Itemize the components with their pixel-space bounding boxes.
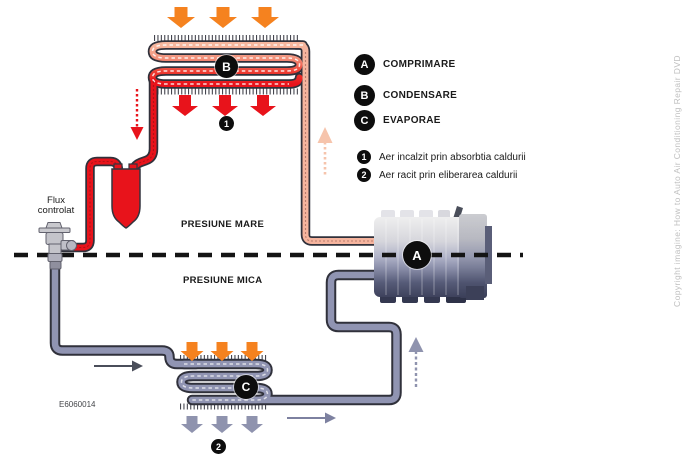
legend-c-badge: C [354,110,375,131]
condenser-airflow-out-arrows [172,95,276,116]
note-2-badge: 2 [357,168,371,182]
condenser-airflow-in-arrows [167,7,279,28]
evaporator-inlet-flow-arrow [94,360,143,372]
heated-air-marker: 1 [219,116,234,131]
receiver-drier [111,163,141,229]
low-pressure-zone-label: PRESIUNE MICA [183,275,263,286]
evaporator-airflow-out-arrows [181,416,263,433]
suction-pipe [246,271,400,404]
evaporator-marker: C [234,375,258,399]
discharge-flow-arrow [317,127,333,175]
legend-a-badge: A [354,54,375,75]
evaporator-outlet-flow-arrow [287,412,336,424]
legend-item-condensare: B CONDENSARE [354,85,457,106]
copyright-credit: Copyright imagine: How to Auto Air Condi… [672,55,682,307]
flow-control-label: Flux controlat [37,195,75,216]
legend-b-label: CONDENSARE [383,90,458,101]
note-2-label: Aer racit prin eliberarea caldurii [379,169,518,181]
cooled-air-marker: 2 [211,439,226,454]
note-1-badge: 1 [357,150,371,164]
legend-note-1: 1 Aer incalzit prin absorbtia caldurii [357,150,526,164]
legend-c-label: EVAPORAE [383,115,441,126]
condenser-marker: B [215,55,238,78]
legend-a-label: COMPRIMARE [383,59,456,70]
note-1-label: Aer incalzit prin absorbtia caldurii [379,151,526,163]
legend-b-badge: B [354,85,375,106]
high-pressure-lines [58,40,382,253]
drier-to-valve-pipe [60,158,122,251]
part-number: E6060014 [59,400,96,409]
valve-to-evaporator-pipe [51,259,200,368]
legend-item-evaporae: C EVAPORAE [354,110,441,131]
legend-note-2: 2 Aer racit prin eliberarea caldurii [357,168,517,182]
liquid-flow-arrow [130,89,144,140]
suction-flow-arrow [408,337,424,387]
condenser-fins [154,35,300,95]
evaporator-airflow-in-arrows [180,342,264,361]
high-pressure-zone-label: PRESIUNE MARE [181,219,265,230]
compressor-marker: A [403,241,431,269]
legend-item-comprimare: A COMPRIMARE [354,54,455,75]
expansion-valve [38,222,77,270]
low-pressure-lines [49,257,402,406]
